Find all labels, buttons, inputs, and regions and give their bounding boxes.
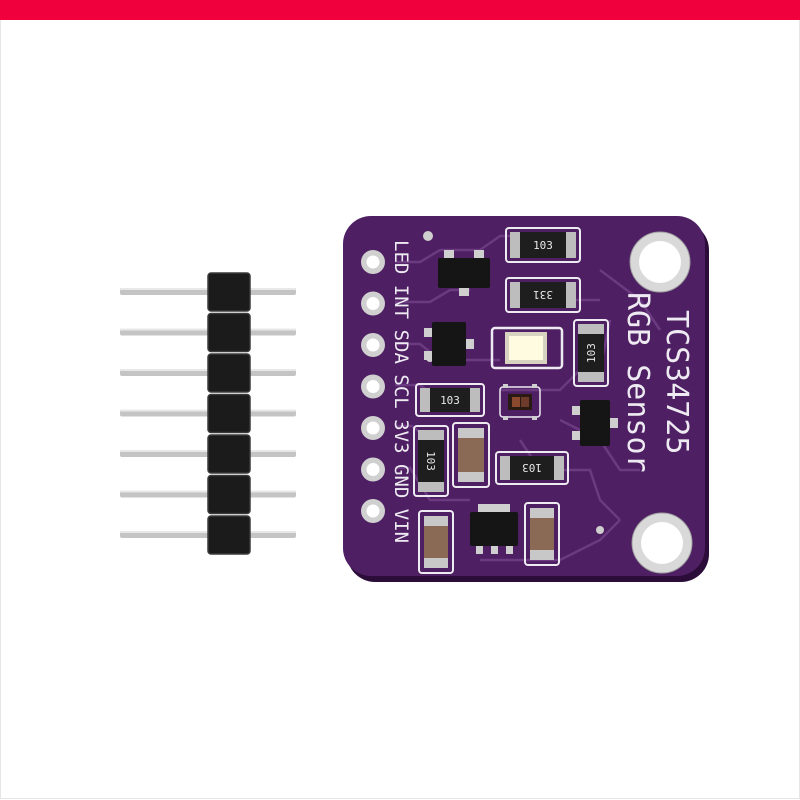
pad-hole <box>366 463 380 476</box>
pin-label-group: 3V3 <box>390 419 412 453</box>
board-subtitle: RGB Sensor <box>620 292 655 473</box>
pad-hole <box>366 380 380 393</box>
pad-hole <box>366 297 380 310</box>
color-sensor-chip-icon <box>499 384 541 420</box>
pin-label: INT <box>390 285 412 319</box>
resistor: 103 <box>495 451 569 485</box>
pin-label-group: INT <box>390 285 412 319</box>
board-subtitle-group: RGB Sensor <box>620 292 655 473</box>
pad-hole <box>366 338 380 352</box>
pin-header <box>120 272 296 555</box>
capacitors <box>418 422 560 574</box>
capacitor <box>524 502 560 566</box>
via-icon <box>596 526 604 534</box>
transistor-chip <box>438 250 490 296</box>
pin-label-group: GND <box>390 464 412 498</box>
resistor: 331 <box>505 277 581 313</box>
resistor: 103 <box>415 383 485 417</box>
pin-label: 3V3 <box>390 419 412 453</box>
transistor-chip <box>424 322 474 366</box>
transistors <box>424 250 618 554</box>
via-icon <box>423 231 433 241</box>
resistor-code: 103 <box>585 343 598 363</box>
pin-label: LED <box>390 240 412 274</box>
transistor-chip <box>470 504 518 554</box>
pad-hole <box>366 504 380 518</box>
pin-pads <box>361 250 385 523</box>
header-segment <box>207 312 251 353</box>
header-segment <box>207 474 251 515</box>
resistors: 103 331 103 103 103 103 <box>413 227 609 497</box>
pad-hole <box>366 421 380 435</box>
mounting-hole-icon <box>631 512 693 574</box>
transistor-chip <box>572 400 618 446</box>
resistor: 103 <box>505 227 581 263</box>
header-segment <box>207 393 251 434</box>
pin-label-group: SCL <box>390 374 412 408</box>
board-title-group: TCS34725 <box>659 310 694 455</box>
capacitor <box>452 422 490 488</box>
pin-label: SCL <box>390 374 412 408</box>
resistor-code: 103 <box>424 451 437 471</box>
resistor: 103 <box>413 425 449 497</box>
white-led-icon <box>490 326 564 370</box>
pin-label: GND <box>390 464 412 498</box>
mounting-hole-icon <box>629 231 691 293</box>
pin-label: VIN <box>390 509 412 543</box>
resistor-code: 103 <box>522 461 542 474</box>
pin-label-group: SDA <box>390 330 412 365</box>
resistor-code: 103 <box>533 239 553 252</box>
resistor-code: 103 <box>440 394 460 407</box>
pin-label: SDA <box>390 330 412 365</box>
capacitor <box>418 510 454 574</box>
header-segment <box>207 434 251 474</box>
resistor-code: 331 <box>533 288 553 301</box>
header-segment <box>207 515 251 555</box>
header-segment <box>207 353 251 393</box>
top-accent-bar <box>0 0 800 20</box>
pad-hole <box>366 255 380 269</box>
header-plastic-body <box>207 272 251 555</box>
resistor: 103 <box>573 319 609 387</box>
header-segment <box>207 272 251 312</box>
board-title: TCS34725 <box>659 310 694 455</box>
pin-label-group: VIN <box>390 509 412 543</box>
pin-label-group: LED <box>390 240 412 274</box>
